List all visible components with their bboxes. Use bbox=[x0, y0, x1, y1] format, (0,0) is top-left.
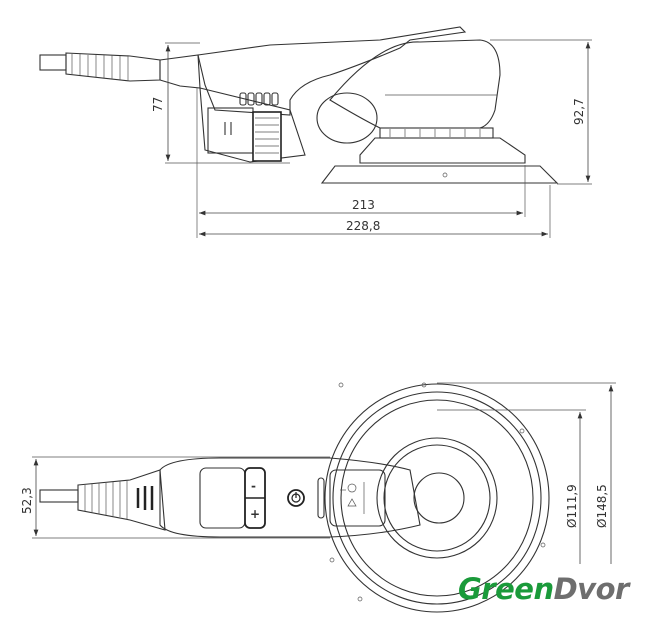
pad-inner bbox=[376, 437, 498, 559]
cord-strain-relief bbox=[77, 469, 166, 531]
logo-green: Green bbox=[458, 572, 554, 606]
dim-width-52-3: 52,3 bbox=[20, 487, 34, 514]
cord bbox=[39, 54, 67, 71]
logo-dvor: Dvor bbox=[553, 572, 630, 606]
rear-cap bbox=[159, 54, 201, 89]
base bbox=[359, 137, 526, 164]
vent-slots bbox=[239, 92, 279, 106]
handle-top bbox=[197, 26, 467, 116]
warning-label-panel bbox=[329, 469, 386, 527]
bottom-view: - + bbox=[39, 382, 550, 613]
bottom-dimensions: 52,3 Ø111,9 Ø148,5 bbox=[20, 382, 616, 564]
fan-ring bbox=[379, 127, 494, 139]
strain-relief-ribs bbox=[71, 54, 129, 81]
side-view bbox=[39, 26, 559, 184]
greendvor-logo: GreenDvor bbox=[458, 572, 629, 606]
spindle bbox=[413, 472, 465, 524]
dim-height-77: 77 bbox=[151, 97, 165, 112]
plus-button[interactable]: + bbox=[250, 507, 260, 521]
dim-diameter-111-9: Ø111,9 bbox=[565, 484, 579, 528]
power-button[interactable] bbox=[287, 489, 305, 507]
grip-recess bbox=[316, 92, 378, 144]
cord bbox=[39, 489, 79, 503]
display-panel bbox=[199, 467, 246, 529]
dim-length-213: 213 bbox=[352, 198, 375, 212]
speed-wheel bbox=[252, 111, 282, 162]
sanding-pad bbox=[320, 165, 559, 184]
handle bbox=[159, 457, 421, 538]
minus-button[interactable]: - bbox=[251, 479, 256, 493]
pad-outer bbox=[324, 383, 550, 613]
dim-diameter-148-5: Ø148,5 bbox=[595, 484, 609, 528]
side-dimensions: 77 92,7 213 228,8 bbox=[151, 39, 592, 238]
warning-symbols-icon bbox=[340, 482, 365, 514]
motor-housing bbox=[329, 39, 501, 129]
dim-length-228-8: 228,8 bbox=[346, 219, 380, 233]
dim-height-92-7: 92,7 bbox=[572, 98, 586, 125]
